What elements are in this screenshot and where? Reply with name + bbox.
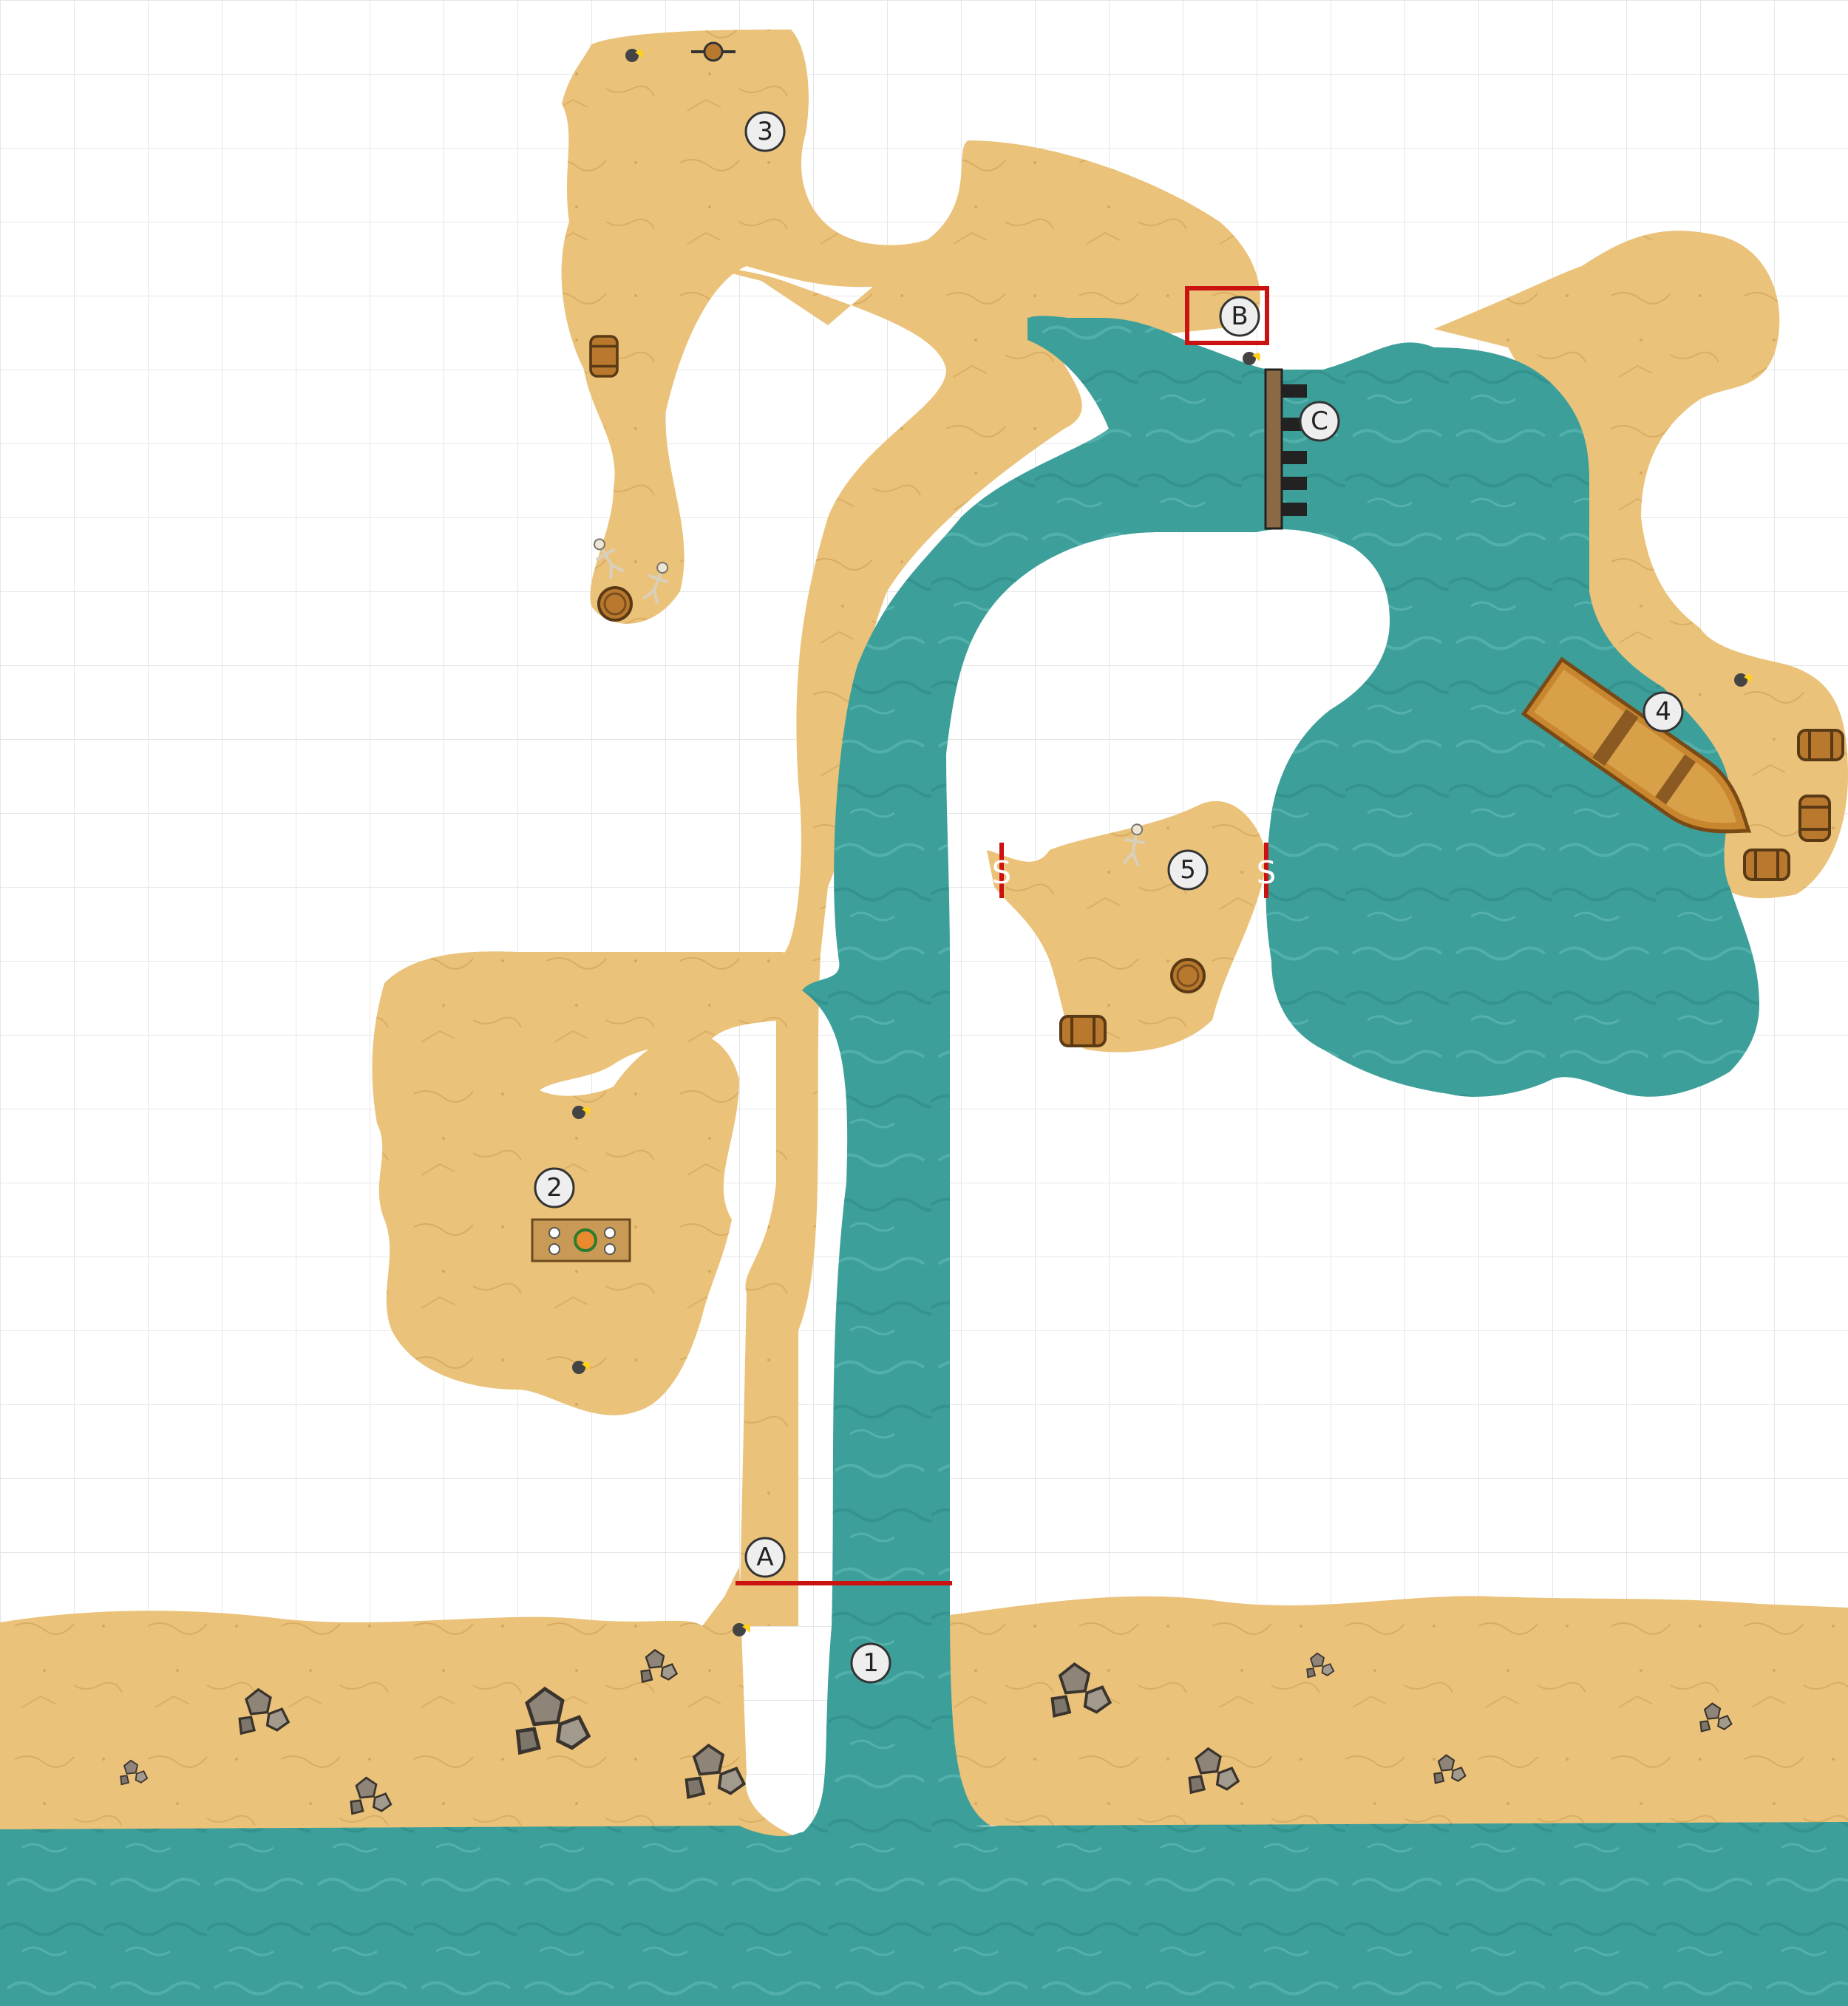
label-area-5-text: 5 bbox=[1180, 855, 1196, 885]
label-area-2[interactable]: 2 bbox=[534, 1167, 575, 1208]
water-areas bbox=[0, 316, 1848, 2006]
water-sea-bottom bbox=[0, 1818, 1848, 2006]
water-inlet-top bbox=[1027, 318, 1279, 429]
label-area-4-text: 4 bbox=[1655, 697, 1671, 727]
barrel-icon bbox=[589, 335, 619, 378]
barrel-icon bbox=[1798, 795, 1831, 842]
label-point-c-text: C bbox=[1311, 407, 1328, 436]
label-area-3[interactable]: 3 bbox=[744, 111, 786, 152]
label-area-2-text: 2 bbox=[546, 1173, 563, 1203]
area-labels: 1 2 3 4 5 A B C bbox=[534, 111, 1684, 1684]
water-river bbox=[802, 316, 1759, 1834]
sand-beach-left bbox=[0, 1567, 806, 1840]
rowboat-icon bbox=[1521, 656, 1752, 834]
barrel-icon bbox=[597, 586, 633, 622]
marker-box-b bbox=[1185, 286, 1269, 345]
ship-wheel-icon bbox=[691, 41, 736, 62]
secret-door-right: S bbox=[1257, 854, 1277, 891]
barrel-icon bbox=[1170, 958, 1206, 993]
sand-area-2 bbox=[372, 951, 784, 1415]
barrel-icon bbox=[1797, 729, 1844, 761]
label-point-b-text: B bbox=[1231, 302, 1248, 331]
label-area-1-text: 1 bbox=[863, 1648, 879, 1678]
barrel-icon bbox=[1743, 849, 1790, 881]
label-area-5[interactable]: 5 bbox=[1167, 849, 1209, 891]
label-area-4[interactable]: 4 bbox=[1643, 691, 1684, 732]
secret-door-left: S bbox=[992, 854, 1012, 891]
dock-icon bbox=[1264, 368, 1307, 530]
sand-area-3 bbox=[561, 30, 961, 624]
sand-beach-right bbox=[950, 1596, 1848, 1826]
label-point-b[interactable]: B bbox=[1219, 296, 1260, 337]
barrel-icon bbox=[1059, 1015, 1107, 1047]
label-area-3-text: 3 bbox=[757, 117, 773, 146]
label-point-a[interactable]: A bbox=[744, 1537, 786, 1578]
label-point-c[interactable]: C bbox=[1299, 401, 1340, 442]
table-icon bbox=[531, 1218, 631, 1262]
label-area-1[interactable]: 1 bbox=[850, 1642, 891, 1684]
label-point-a-text: A bbox=[756, 1543, 773, 1572]
red-markers bbox=[736, 286, 1269, 1585]
